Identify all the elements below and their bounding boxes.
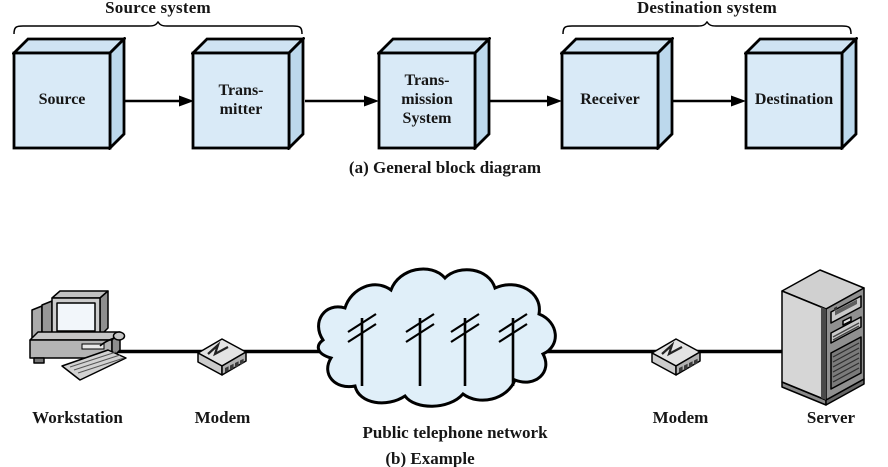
- box-3d-icon: [560, 37, 674, 150]
- cloud-icon: [316, 267, 557, 408]
- destination-system-label: Destination system: [636, 0, 778, 17]
- box-3d-icon: [12, 37, 126, 150]
- server-label: Server: [806, 408, 856, 427]
- block-label-destination: Destination: [754, 91, 834, 109]
- modem-right-label: Modem: [652, 408, 709, 427]
- modem-icon: [651, 338, 701, 376]
- telephone-pole-icon: [347, 313, 377, 386]
- workstation-label: Workstation: [32, 408, 123, 427]
- modem-icon: [197, 338, 247, 376]
- block-label-transmitter: Trans- mitter: [218, 81, 264, 118]
- flow-arrow-icon: [489, 95, 562, 107]
- block-label-transmission-system: Trans- mission System: [401, 72, 453, 127]
- block-receiver: Receiver: [560, 37, 674, 150]
- flow-arrow-icon: [305, 95, 379, 107]
- block-label-receiver: Receiver: [580, 91, 640, 109]
- box-3d-icon: [744, 37, 858, 150]
- server-icon: [781, 269, 865, 406]
- telephone-pole-icon: [450, 313, 480, 386]
- source-system-label: Source system: [105, 0, 211, 17]
- box-3d-icon: [377, 37, 491, 150]
- telephone-pole-icon: [498, 313, 528, 386]
- destination-system-brace-icon: [562, 21, 852, 35]
- panel-a-caption: (a) General block diagram: [348, 158, 542, 177]
- public-telephone-network-label: Public telephone network: [362, 423, 548, 442]
- block-label-source: Source: [38, 91, 86, 109]
- flow-arrow-icon: [124, 95, 194, 107]
- block-transmitter: Trans- mitter: [191, 37, 305, 150]
- box-3d-icon: [191, 37, 305, 150]
- block-destination: Destination: [744, 37, 858, 150]
- panel-b-caption: (b) Example: [385, 449, 475, 467]
- workstation-icon: [29, 290, 127, 381]
- telephone-pole-icon: [405, 313, 435, 386]
- modem-left-label: Modem: [194, 408, 251, 427]
- flow-arrow-icon: [672, 95, 746, 107]
- source-system-brace-icon: [13, 21, 303, 35]
- block-transmission-system: Trans- mission System: [377, 37, 491, 150]
- block-source: Source: [12, 37, 126, 150]
